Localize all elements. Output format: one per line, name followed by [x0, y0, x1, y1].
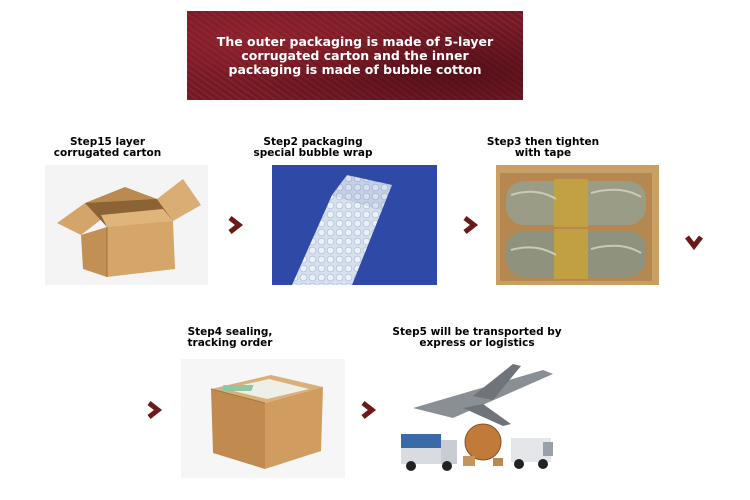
step-5-label: Step5 will be transported by express or …	[392, 326, 562, 349]
chevron-right-icon	[357, 399, 379, 421]
taped-package-image	[496, 165, 659, 285]
step-3-photo	[496, 165, 659, 285]
header-banner: The outer packaging is made of 5-layer c…	[187, 11, 523, 100]
transport-image	[393, 356, 559, 478]
step-2-photo	[272, 165, 437, 285]
step-1-photo	[45, 165, 208, 285]
banner-text: The outer packaging is made of 5-layer c…	[216, 33, 494, 77]
sealed-box-image	[181, 359, 345, 478]
step-1-label: Step15 layer corrugated carton	[53, 136, 162, 159]
step-5-photo	[393, 356, 559, 478]
step-3-label: Step3 then tighten with tape	[486, 136, 600, 159]
step-4-label: Step4 sealing, tracking order	[187, 326, 273, 349]
open-carton-image	[45, 165, 208, 285]
chevron-down-icon	[683, 231, 705, 253]
bubble-wrap-image	[272, 165, 437, 285]
step-2-label: Step2 packaging special bubble wrap	[253, 136, 373, 159]
chevron-right-icon	[224, 214, 246, 236]
chevron-right-icon	[143, 399, 165, 421]
chevron-right-icon	[459, 214, 481, 236]
step-4-photo	[181, 359, 345, 478]
